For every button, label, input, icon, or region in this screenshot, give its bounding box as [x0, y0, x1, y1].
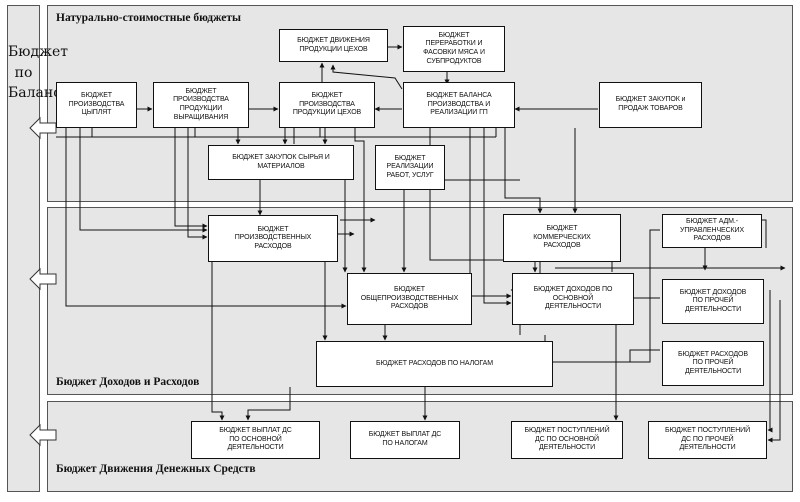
sidebar-arrow-top [29, 116, 57, 140]
box-core-payments: БЮДЖЕТ ВЫПЛАТ ДС ПО ОСНОВНОЙ ДЕЯТЕЛЬНОСТ… [191, 421, 320, 459]
box-fg-balance: БЮДЖЕТ БАЛАНСА ПРОИЗВОДСТВА И РЕАЛИЗАЦИИ… [403, 82, 515, 128]
box-admin-expenses: БЮДЖЕТ АДМ.- УПРАВЛЕНЧЕСКИХ РАСХОДОВ [662, 214, 762, 248]
box-goods-purchases-sales: БЮДЖЕТ ЗАКУПОК и ПРОДАЖ ТОВАРОВ [599, 82, 702, 128]
section-title-cash-flow: Бюджет Движения Денежных Средств [56, 463, 256, 475]
box-other-income: БЮДЖЕТ ДОХОДОВ ПО ПРОЧЕЙ ДЕЯТЕЛЬНОСТИ [662, 279, 764, 324]
box-raw-materials-purchases: БЮДЖЕТ ЗАКУПОК СЫРЬЯ И МАТЕРИАЛОВ [208, 145, 354, 180]
box-tax-payments: БЮДЖЕТ ВЫПЛАТ ДС ПО НАЛОГАМ [350, 421, 460, 459]
box-production-expenses: БЮДЖЕТ ПРОИЗВОДСТВЕННЫХ РАСХОДОВ [208, 215, 338, 262]
sidebar-arrow-bottom [29, 423, 57, 447]
box-tax-expenses: БЮДЖЕТ РАСХОДОВ ПО НАЛОГАМ [316, 341, 553, 387]
section-title-natural-cost: Натурально-стоимостные бюджеты [56, 12, 241, 24]
box-rearing-production: БЮДЖЕТ ПРОИЗВОДСТВА ПРОДУКЦИИ ВЫРАЩИВАНИ… [153, 82, 249, 128]
box-overhead-expenses: БЮДЖЕТ ОБЩЕПРОИЗВОДСТВЕННЫХ РАСХОДОВ [347, 273, 472, 325]
box-core-receipts: БЮДЖЕТ ПОСТУПЛЕНИЙ ДС ПО ОСНОВНОЙ ДЕЯТЕЛ… [511, 421, 623, 459]
box-works-services-sales: БЮДЖЕТ РЕАЛИЗАЦИИ РАБОТ, УСЛУГ [375, 145, 445, 190]
box-core-income: БЮДЖЕТ ДОХОДОВ ПО ОСНОВНОЙ ДЕЯТЕЛЬНОСТИ [512, 273, 634, 325]
box-chick-production: БЮДЖЕТ ПРОИЗВОДСТВА ЦЫПЛЯТ [56, 82, 137, 128]
sidebar-arrow-middle [29, 267, 57, 291]
box-meat-processing: БЮДЖЕТ ПЕРЕРАБОТКИ И ФАСОВКИ МЯСА И СУБП… [403, 26, 505, 72]
section-title-income-expense: Бюджет Доходов и Расходов [56, 376, 200, 388]
box-workshop-production: БЮДЖЕТ ПРОИЗВОДСТВА ПРОДУКЦИИ ЦЕХОВ [279, 82, 375, 128]
box-other-expenses: БЮДЖЕТ РАСХОДОВ ПО ПРОЧЕЙ ДЕЯТЕЛЬНОСТИ [662, 341, 764, 386]
balance-budget-sidebar: Бюджет по Балансу [7, 5, 69, 492]
box-commercial-expenses: БЮДЖЕТ КОММЕРЧЕСКИХ РАСХОДОВ [503, 214, 621, 262]
box-other-receipts: БЮДЖЕТ ПОСТУПЛЕНИЙ ДС ПО ПРОЧЕЙ ДЕЯТЕЛЬН… [648, 421, 767, 459]
box-workshop-products-movement: БЮДЖЕТ ДВИЖЕНИЯ ПРОДУКЦИИ ЦЕХОВ [279, 29, 388, 62]
